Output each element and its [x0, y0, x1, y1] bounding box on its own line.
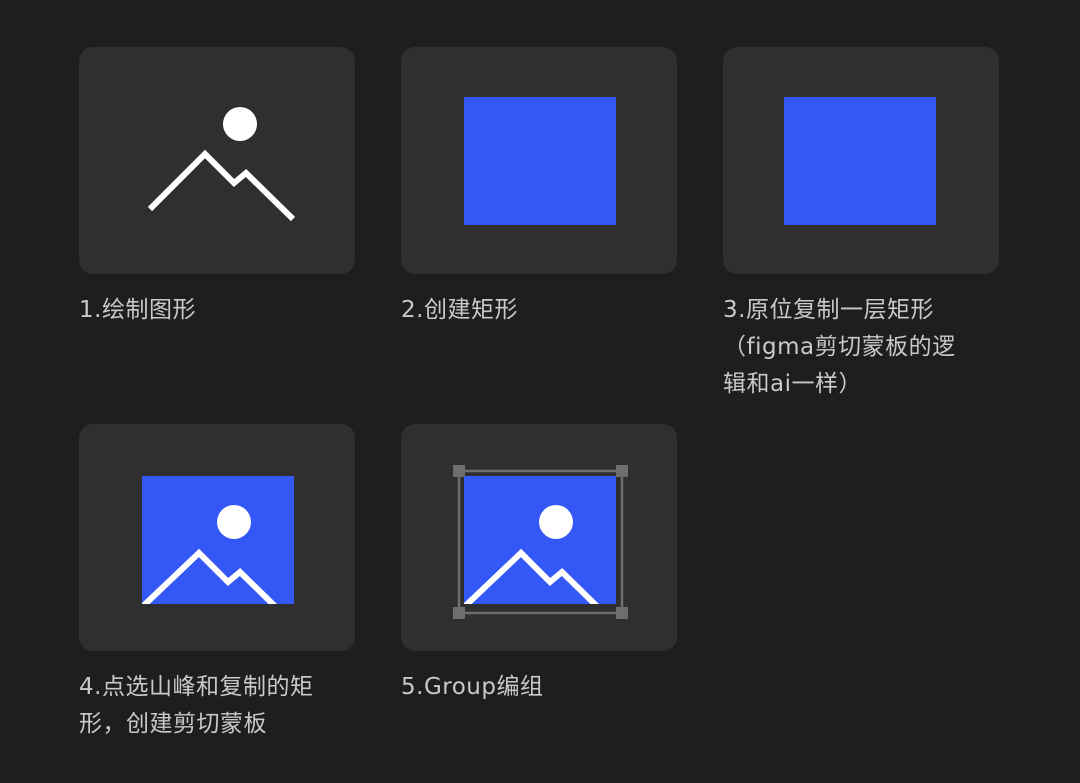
step-2-caption: 2.创建矩形	[401, 292, 518, 329]
step-3-caption-line-2: （figma剪切蒙板的逻	[723, 334, 956, 360]
grouped-image-icon	[453, 465, 628, 619]
mountain-line	[147, 149, 296, 222]
step-4-caption: 4.点选山峰和复制的矩 形，创建剪切蒙板	[79, 669, 313, 743]
step-3-caption-line-1: 3.原位复制一层矩形	[723, 297, 934, 323]
mountain-line	[464, 548, 599, 604]
resize-handle-bottom-right	[616, 607, 628, 619]
sun-circle	[217, 505, 251, 539]
sun-circle	[539, 505, 573, 539]
resize-handle-top-right	[616, 465, 628, 477]
blue-rectangle	[784, 97, 936, 225]
step-5-caption: 5.Group编组	[401, 669, 543, 706]
step-1-caption-line: 1.绘制图形	[79, 297, 196, 323]
resize-handle-bottom-left	[453, 607, 465, 619]
step-1-caption: 1.绘制图形	[79, 292, 196, 329]
step-3-card	[723, 47, 999, 274]
resize-handle-top-left	[453, 465, 465, 477]
step-2-caption-line: 2.创建矩形	[401, 297, 518, 323]
step-2-card	[401, 47, 677, 274]
masked-image-icon	[142, 476, 294, 604]
step-1-card	[79, 47, 355, 274]
step-3-caption-line-3: 辑和ai一样）	[723, 371, 862, 397]
step-4-caption-line-2: 形，创建剪切蒙板	[79, 711, 267, 737]
step-4-card	[79, 424, 355, 651]
step-3-caption: 3.原位复制一层矩形 （figma剪切蒙板的逻 辑和ai一样）	[723, 292, 956, 403]
step-5-caption-line: 5.Group编组	[401, 674, 544, 700]
rectangle-shape	[464, 97, 616, 225]
step-4-caption-line-1: 4.点选山峰和复制的矩	[79, 674, 314, 700]
mountain-sun-icon	[147, 107, 296, 222]
mountain-line	[142, 548, 277, 604]
sun-circle	[223, 107, 257, 141]
rectangle-shape	[784, 97, 936, 225]
blue-rectangle	[464, 97, 616, 225]
step-5-card	[401, 424, 677, 651]
